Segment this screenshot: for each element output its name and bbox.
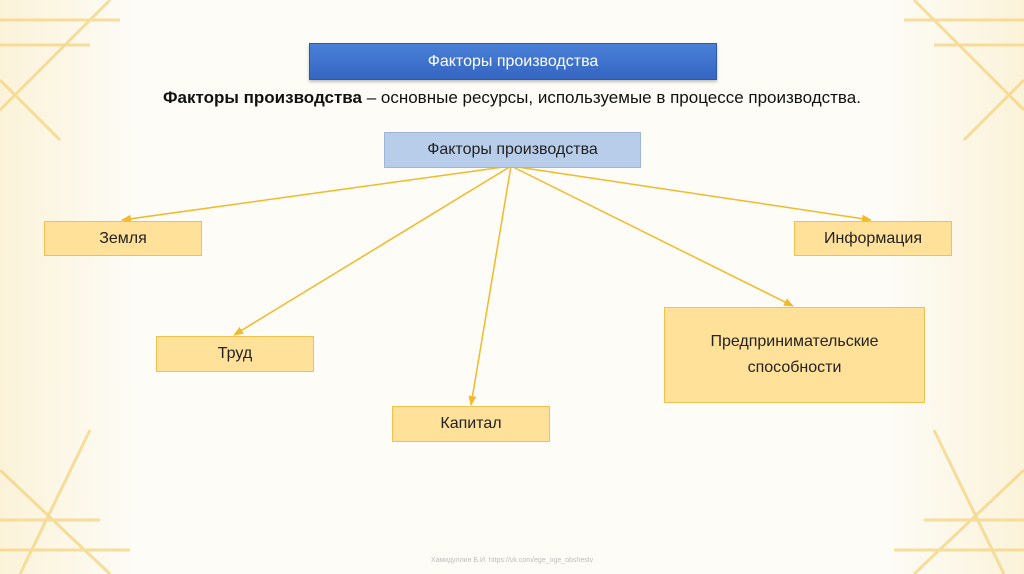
node-informatsiya: Информация bbox=[794, 221, 952, 256]
arrow-to-trud bbox=[234, 166, 511, 335]
arrow-to-zemlya bbox=[122, 166, 511, 220]
diagram-root-box: Факторы производства bbox=[384, 132, 641, 168]
footer-credit: Хамидуллин Б.И. https://vk.com/ege_oge_o… bbox=[0, 557, 1024, 564]
arrow-to-kapital bbox=[471, 166, 511, 405]
node-trud: Труд bbox=[156, 336, 314, 372]
node-zemlya: Земля bbox=[44, 221, 202, 256]
node-kapital: Капитал bbox=[392, 406, 550, 442]
node-predprinimatelskie-sposobnosti: Предпринимательские способности bbox=[664, 307, 925, 403]
